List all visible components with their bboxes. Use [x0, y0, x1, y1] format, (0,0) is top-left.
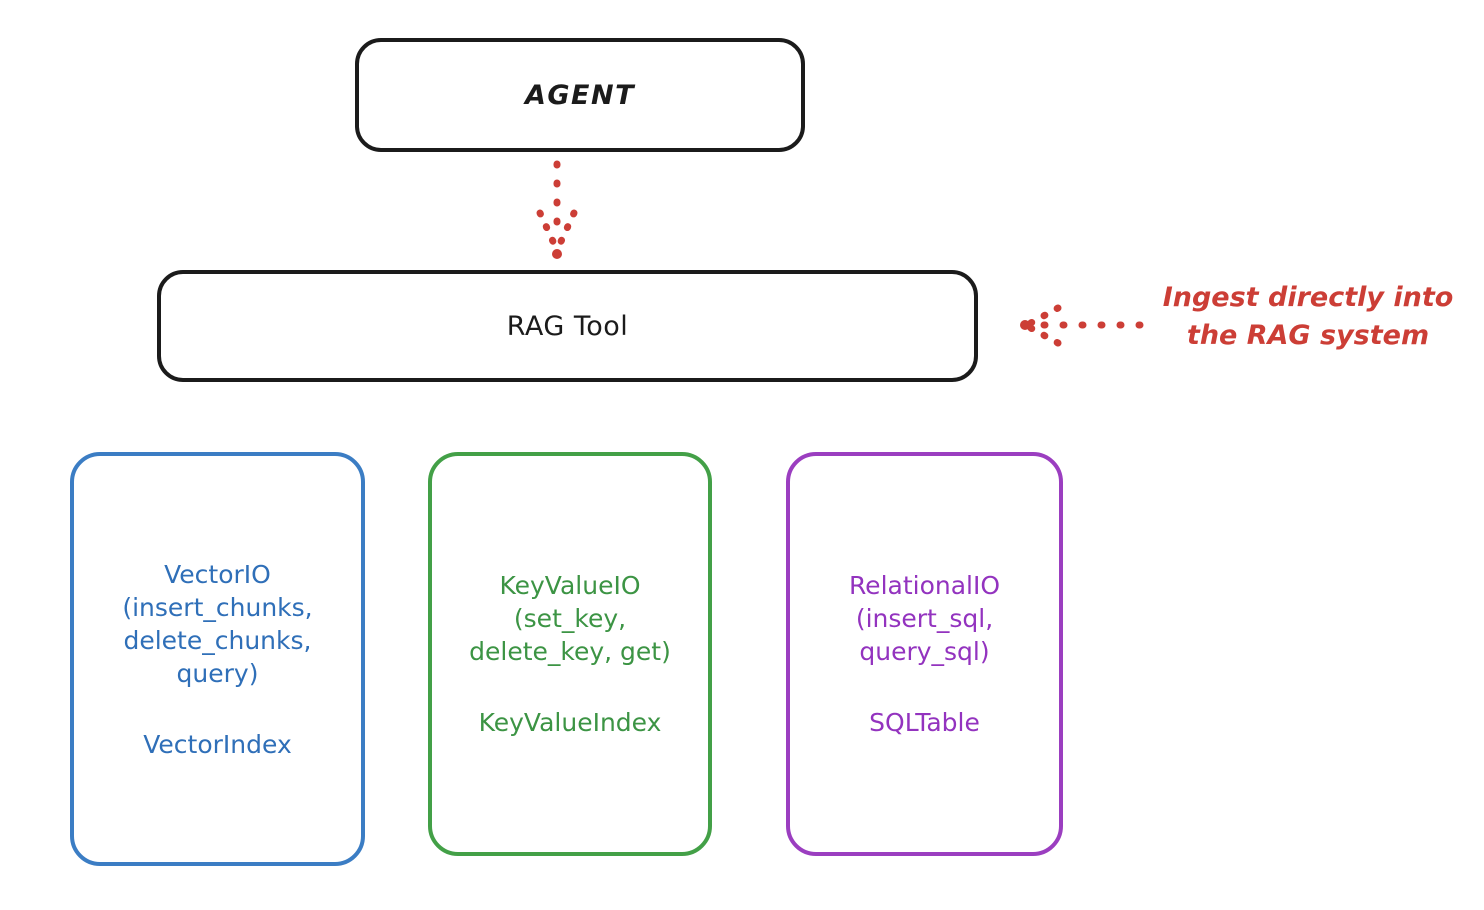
agent-node-label: AGENT [524, 79, 635, 111]
key-value-io-api-line-1: KeyValueIO [499, 571, 641, 600]
key-value-io-api-line-2: (set_key, [513, 604, 627, 633]
vector-io-api-line-3: delete_chunks, [123, 625, 312, 655]
vector-io-api-line-1: VectorIO [164, 559, 271, 589]
rag-tool-node[interactable]: RAG Tool [157, 270, 978, 382]
vector-io-api-line-4: query) [176, 658, 259, 688]
ingest-annotation-line-1: Ingest directly into [1162, 282, 1454, 313]
key-value-io-node[interactable]: KeyValueIO (set_key, delete_key, get) Ke… [428, 452, 712, 856]
relational-io-api-line-1: RelationalIO [848, 571, 1001, 600]
ingest-annotation-line-2: the RAG system [1186, 320, 1430, 352]
agent-to-rag-tool-arrow-icon [536, 160, 578, 259]
vector-io-index-label: VectorIndex [143, 729, 292, 759]
relational-io-index-label: SQLTable [869, 708, 980, 737]
vector-io-node[interactable]: VectorIO (insert_chunks, delete_chunks, … [70, 452, 365, 866]
ingest-annotation: Ingest directly into the RAG system [1143, 279, 1473, 356]
relational-io-api-line-3: query_sql) [859, 637, 990, 666]
rag-tool-node-label: RAG Tool [506, 310, 629, 342]
relational-io-node[interactable]: RelationalIO (insert_sql, query_sql) SQL… [786, 452, 1063, 856]
ingest-arrow-icon [1020, 304, 1144, 347]
relational-io-api-block: RelationalIO (insert_sql, query_sql) [849, 569, 1000, 668]
relational-io-api-line-2: (insert_sql, [855, 604, 994, 633]
vector-io-api-block: VectorIO (insert_chunks, delete_chunks, … [122, 558, 312, 690]
key-value-io-api-line-3: delete_key, get) [469, 637, 671, 666]
key-value-io-index-label: KeyValueIndex [478, 708, 662, 737]
agent-node[interactable]: AGENT [355, 38, 805, 152]
vector-io-api-line-2: (insert_chunks, [122, 592, 313, 622]
key-value-io-api-block: KeyValueIO (set_key, delete_key, get) [469, 569, 671, 668]
